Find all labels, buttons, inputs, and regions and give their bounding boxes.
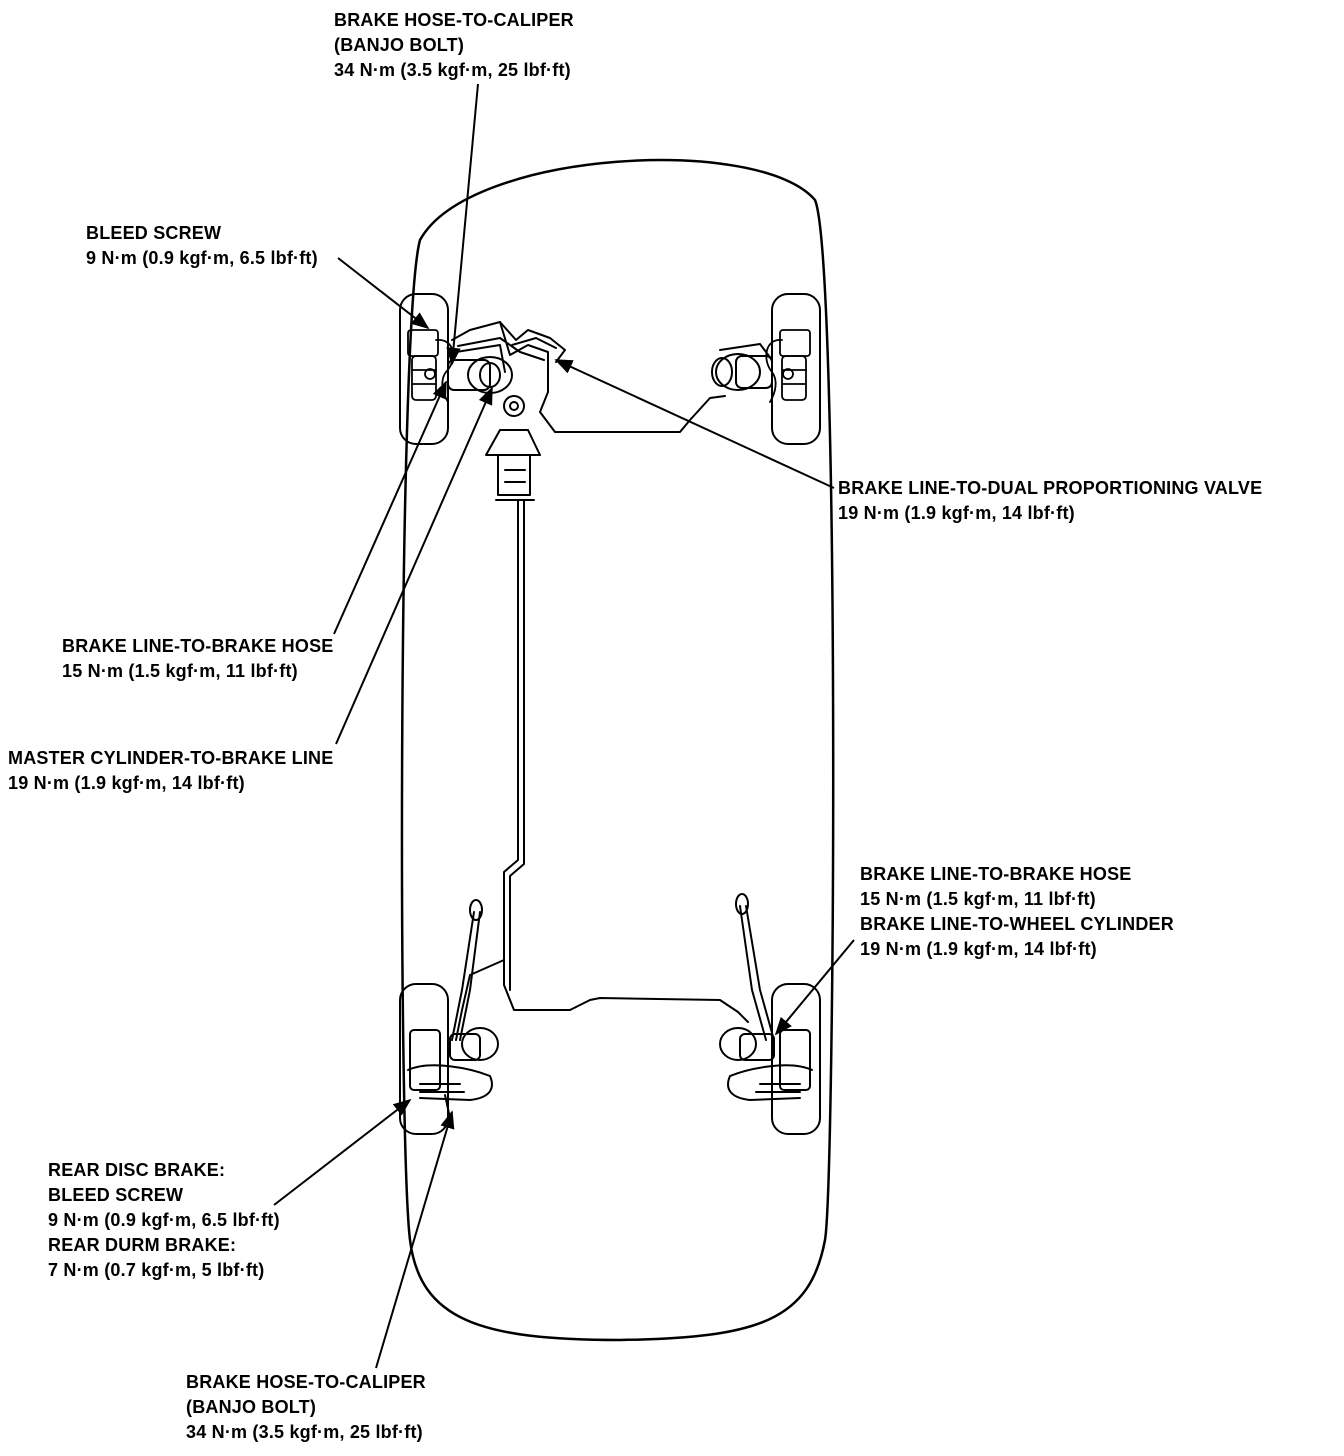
leader-rear-line-hose [774,939,855,1036]
wheel-front-right [771,293,821,445]
leader-rear-bleed-screw [273,1098,412,1206]
label-rear-line-hose-wheel-cylinder: BRAKE LINE-TO-BRAKE HOSE 15 N·m (1.5 kgf… [860,864,1174,959]
label-dual-proportioning-valve: BRAKE LINE-TO-DUAL PROPORTIONING VALVE 1… [838,478,1263,523]
leader-dual-proportioning-valve [554,359,835,489]
label-rear-bleed-screw: REAR DISC BRAKE: BLEED SCREW 9 N·m (0.9 … [48,1160,280,1280]
rear-left-brake [407,1027,499,1119]
rear-suspension [451,893,775,1041]
front-brake-lines [451,321,726,433]
wheel-rear-left [399,983,449,1135]
front-left-caliper [407,329,455,403]
leader-master-cylinder-line [335,386,493,745]
leader-front-line-to-hose [333,380,447,635]
rear-left-line [455,959,505,1041]
car-body-outline [400,158,835,1342]
label-front-line-to-hose: BRAKE LINE-TO-BRAKE HOSE 15 N·m (1.5 kgf… [62,636,334,681]
leader-front-hose-caliper [446,83,479,366]
label-front-bleed-screw: BLEED SCREW 9 N·m (0.9 kgf·m, 6.5 lbf·ft… [86,223,318,268]
rear-right-brake [719,1027,813,1101]
main-brake-line [503,499,749,1023]
leader-rear-hose-caliper [375,1110,455,1369]
front-right-caliper [765,329,811,403]
brake-booster-right [711,343,773,391]
leader-front-bleed-screw [337,257,430,330]
master-cylinder [447,344,541,501]
label-master-cylinder-to-brake-line: MASTER CYLINDER-TO-BRAKE LINE 19 N·m (1.… [8,748,334,793]
label-front-hose-to-caliper: BRAKE HOSE-TO-CALIPER (BANJO BOLT) 34 N·… [334,10,574,80]
label-rear-hose-to-caliper: BRAKE HOSE-TO-CALIPER (BANJO BOLT) 34 N·… [186,1372,426,1442]
main-brake-line-second [509,499,525,991]
